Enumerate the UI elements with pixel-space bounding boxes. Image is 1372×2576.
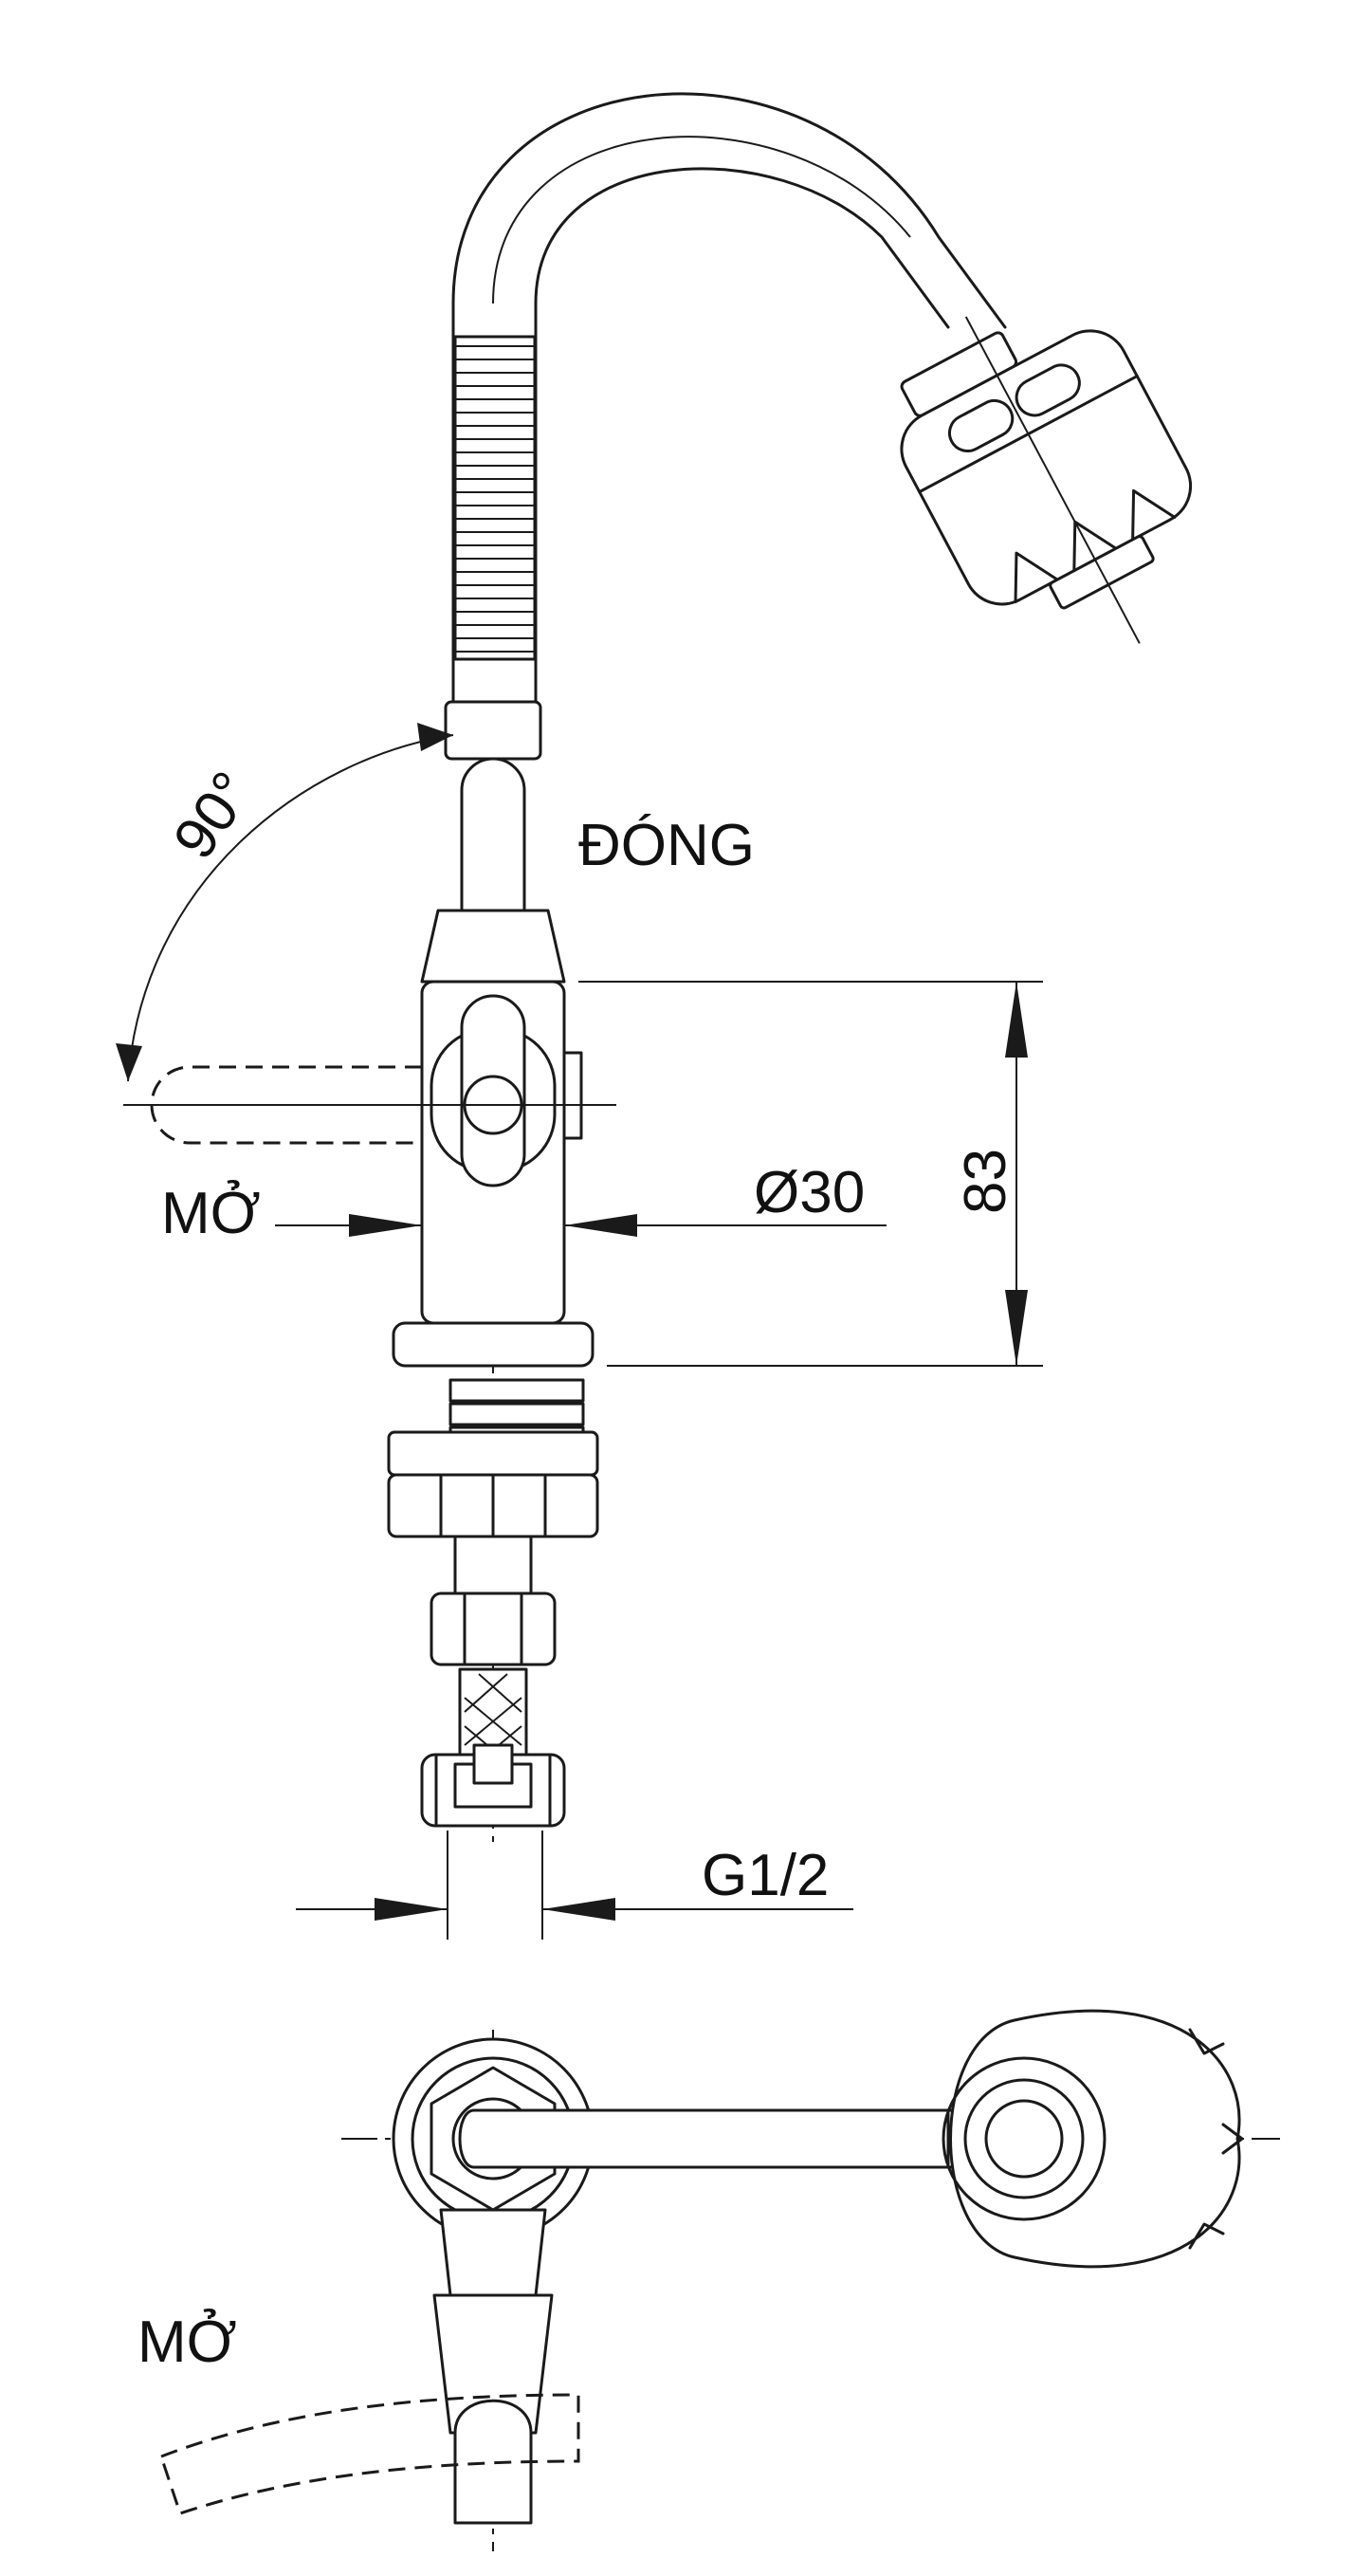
braided-hose [458,1667,528,1757]
spray-head [900,316,1193,644]
thread-label: G1/2 [702,1843,829,1908]
faucet-side-view [123,92,1193,1849]
plan-spray-head [942,2009,1244,2269]
height-dimension [578,981,1043,1367]
lock-nut [387,1430,599,1538]
closed-label: ĐÓNG [578,813,755,878]
open-label-side: MỞ [161,1181,261,1246]
plan-spout-tube [458,2108,1016,2169]
open-label-top: MỞ [137,2309,237,2375]
ribbed-flex-section [453,335,537,661]
plan-lever-handle [432,2208,554,2525]
faucet-top-view [159,2009,1280,2551]
valve-body [420,980,583,1325]
threaded-stem [453,1535,533,1595]
base-flange [392,1321,595,1368]
lever-handle-open-dashed [123,1065,616,1145]
thread-dimension [296,1831,853,1940]
angle-label: 90° [161,761,265,871]
valve-shoulders [420,909,566,984]
plan-dashed-hose [159,2393,580,2515]
hose-end-nut [420,1743,566,1828]
rotation-dimension [116,723,454,1082]
gooseneck-spout [451,92,1007,708]
spout-collar [444,700,542,761]
diameter-label: Ø30 [754,1160,865,1225]
height-label: 83 [953,1149,1018,1214]
hex-connector [430,1592,557,1666]
diameter-dimension [275,1214,887,1237]
